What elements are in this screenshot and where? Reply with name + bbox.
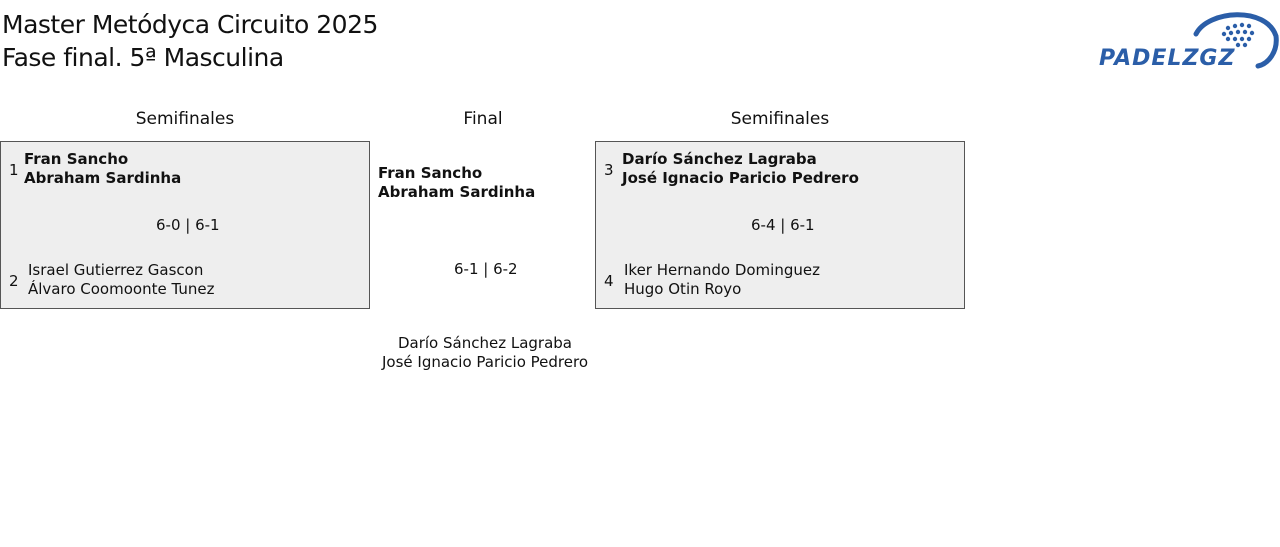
player-name: Iker Hernando Dominguez — [624, 261, 820, 279]
heading-semifinales-left: Semifinales — [135, 109, 235, 129]
title-line-2: Fase final. 5ª Masculina — [2, 43, 284, 72]
final-winner-team: Fran Sancho Abraham Sardinha — [378, 164, 535, 202]
player-name: Hugo Otin Royo — [624, 280, 742, 298]
logo-ball-icon — [1193, 12, 1279, 69]
player-name: Abraham Sardinha — [24, 169, 182, 187]
final-score: 6-1 | 6-2 — [454, 260, 518, 278]
player-name: Israel Gutierrez Gascon — [28, 261, 204, 279]
player-name: Álvaro Coomoonte Tunez — [28, 280, 215, 298]
final-loser-team: Darío Sánchez Lagraba José Ignacio Paric… — [376, 334, 594, 372]
player-name: Abraham Sardinha — [378, 183, 536, 201]
title-line-1: Master Metódyca Circuito 2025 — [2, 10, 378, 39]
page-title: Master Metódyca Circuito 2025 Fase final… — [2, 8, 378, 74]
logo-text: PADELZGZ — [1099, 46, 1236, 71]
padelzgz-logo: PADELZGZ — [1098, 8, 1280, 74]
player-name: Darío Sánchez Lagraba — [397, 334, 572, 352]
player-name: Fran Sancho — [24, 150, 129, 168]
match-score: 6-0 | 6-1 — [156, 216, 220, 234]
semifinal-left-match[interactable]: 1 Fran Sancho Abraham Sardinha 6-0 | 6-1… — [0, 141, 370, 309]
seed-1: 1 — [9, 161, 19, 179]
team-4: Iker Hernando Dominguez Hugo Otin Royo — [624, 261, 820, 299]
heading-final: Final — [463, 109, 503, 129]
team-1: Fran Sancho Abraham Sardinha — [24, 150, 181, 188]
seed-4: 4 — [604, 272, 614, 290]
player-name: Fran Sancho — [378, 164, 483, 182]
semifinal-right-match[interactable]: 3 Darío Sánchez Lagraba José Ignacio Par… — [595, 141, 965, 309]
seed-2: 2 — [9, 272, 19, 290]
player-name: José Ignacio Paricio Pedrero — [622, 169, 859, 187]
match-score: 6-4 | 6-1 — [751, 216, 815, 234]
player-name: Darío Sánchez Lagraba — [622, 150, 817, 168]
seed-3: 3 — [604, 161, 614, 179]
heading-semifinales-right: Semifinales — [730, 109, 830, 129]
team-3: Darío Sánchez Lagraba José Ignacio Paric… — [622, 150, 859, 188]
player-name: José Ignacio Paricio Pedrero — [381, 353, 588, 371]
team-2: Israel Gutierrez Gascon Álvaro Coomoonte… — [28, 261, 214, 299]
